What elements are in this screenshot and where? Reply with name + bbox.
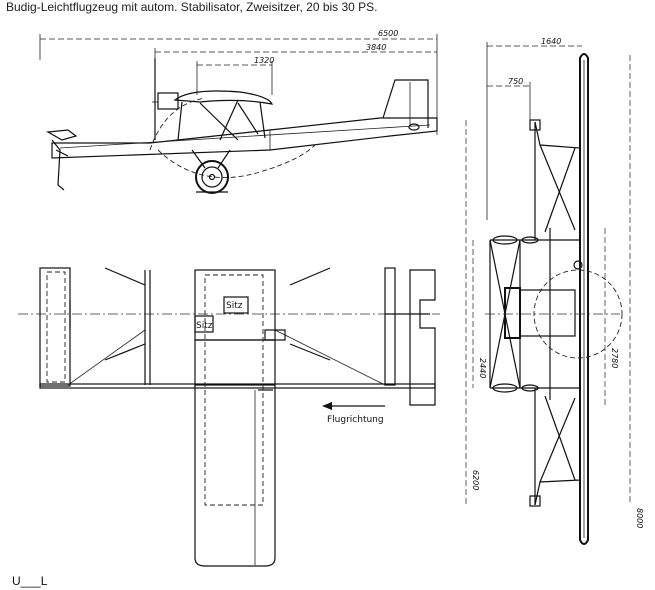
- front-fuselage: [485, 228, 623, 400]
- side-wing: [173, 90, 274, 141]
- dim-front-offset: 750: [508, 77, 523, 86]
- dim-front-lower-height: 6200: [471, 470, 480, 490]
- front-dimensions: 1640 750 6200 2440 2780 8000: [465, 37, 644, 528]
- top-bracing: [67, 267, 386, 386]
- side-view-dimensions: 6500 3840 1320: [39, 29, 438, 135]
- dim-front-height-left: 2440: [478, 358, 487, 378]
- side-swing-arc: [157, 144, 316, 178]
- side-fuselage: [51, 117, 438, 159]
- front-lower-bracing: [529, 388, 581, 507]
- side-landing-gear: [191, 149, 231, 194]
- front-wing: [579, 53, 589, 545]
- dim-front-height-right: 2780: [610, 348, 619, 368]
- front-upper-bracing: [529, 119, 581, 240]
- dim-side-wing-chord: 1320: [254, 56, 274, 65]
- figure-caption: Budig-Leichtflugzeug mit autom. Stabilis…: [6, 0, 378, 14]
- seat-label-2: Sitz: [196, 321, 213, 331]
- side-engine: [149, 58, 206, 151]
- top-tail: [384, 267, 436, 406]
- front-propeller: [492, 235, 539, 393]
- side-view: 6500 3840 1320: [39, 29, 438, 194]
- top-main-wing: [194, 269, 286, 567]
- top-stabilizer: [39, 267, 71, 387]
- top-view: Sitz Sitz Flugrichtung: [18, 267, 440, 567]
- dim-front-top-width: 1640: [541, 37, 561, 46]
- side-stabilizer: [46, 129, 78, 191]
- flight-direction-arrow: Flugrichtung: [322, 402, 385, 425]
- flight-direction-label: Flugrichtung: [327, 415, 384, 425]
- front-view: 1640 750 6200 2440 2780 8000: [465, 37, 644, 545]
- dim-side-total: 6500: [378, 29, 398, 38]
- dim-front-span: 8000: [635, 508, 644, 528]
- dim-side-fuselage: 3840: [366, 43, 386, 52]
- side-tail-fin: [382, 79, 429, 131]
- scale-bar-label: U___L: [12, 574, 48, 588]
- seat-label-1: Sitz: [226, 301, 243, 311]
- top-seats: Sitz Sitz: [194, 296, 249, 333]
